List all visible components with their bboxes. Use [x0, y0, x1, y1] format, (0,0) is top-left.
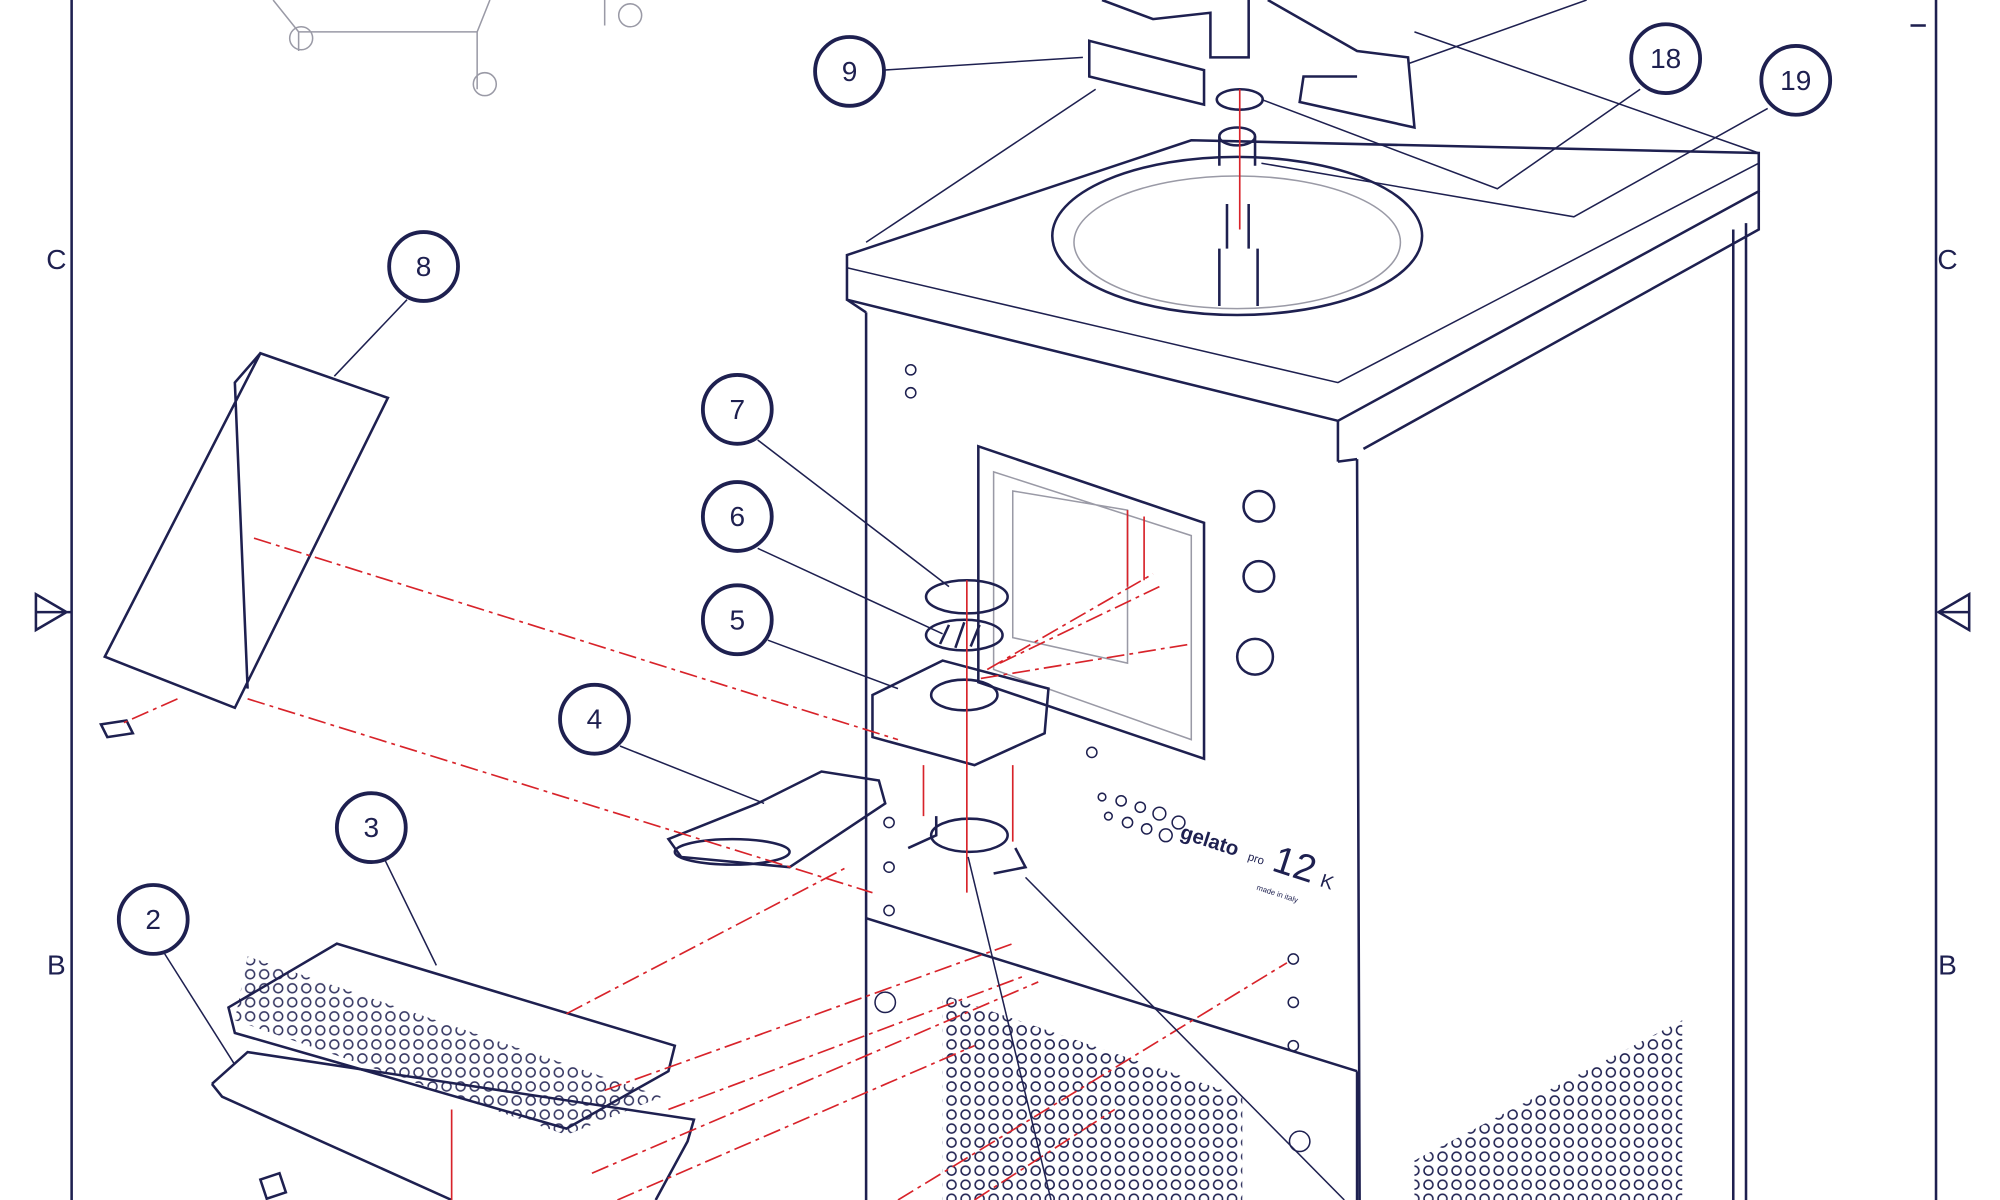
brand-suffix: K — [1318, 871, 1337, 895]
callout-2: 2 — [116, 883, 190, 956]
callout-8: 8 — [387, 230, 460, 303]
callout-6: 6 — [700, 480, 774, 553]
brand-name: gelato — [1178, 822, 1242, 861]
svg-text:2: 2 — [145, 904, 161, 935]
brand-logo: gelato pro 12 K made in italy — [1178, 822, 1337, 905]
svg-text:19: 19 — [1780, 65, 1811, 96]
brand-sub: pro — [1246, 851, 1265, 868]
center-marker-right-icon — [1936, 592, 1971, 633]
assembly-leader-lines — [119, 89, 1288, 1200]
callout-19: 19 — [1759, 43, 1833, 117]
zone-label-c-right: C — [1937, 244, 1957, 275]
drip-handle-part-4 — [666, 770, 887, 869]
brand-model: 12 — [1268, 838, 1322, 892]
svg-text:5: 5 — [729, 604, 745, 635]
zone-label-b-right: B — [1938, 949, 1957, 980]
svg-text:6: 6 — [729, 501, 745, 532]
machine-body — [845, 138, 1761, 1200]
callout-4: 4 — [558, 682, 631, 756]
seal-parts — [871, 578, 1050, 875]
svg-text:7: 7 — [729, 394, 745, 425]
machine-thumbnail — [272, 0, 643, 97]
chute-part-8 — [99, 351, 390, 739]
callout-9: 9 — [813, 35, 886, 108]
grid-tray-part-3 — [210, 942, 696, 1200]
svg-text:3: 3 — [364, 812, 380, 843]
zone-label-b-left: B — [47, 949, 66, 980]
svg-text:4: 4 — [587, 704, 603, 735]
zone-label-c-left: C — [46, 244, 66, 275]
callout-leaders — [164, 0, 1769, 1200]
svg-text:8: 8 — [416, 251, 432, 282]
scraper-assembly — [1087, 0, 1416, 166]
callout-3: 3 — [334, 791, 408, 864]
center-marker-left-icon — [34, 592, 72, 633]
svg-text:18: 18 — [1650, 43, 1681, 74]
callout-5: 5 — [700, 583, 774, 657]
callout-7: 7 — [700, 373, 774, 446]
svg-text:9: 9 — [842, 56, 858, 87]
callout-18: 18 — [1629, 22, 1703, 96]
